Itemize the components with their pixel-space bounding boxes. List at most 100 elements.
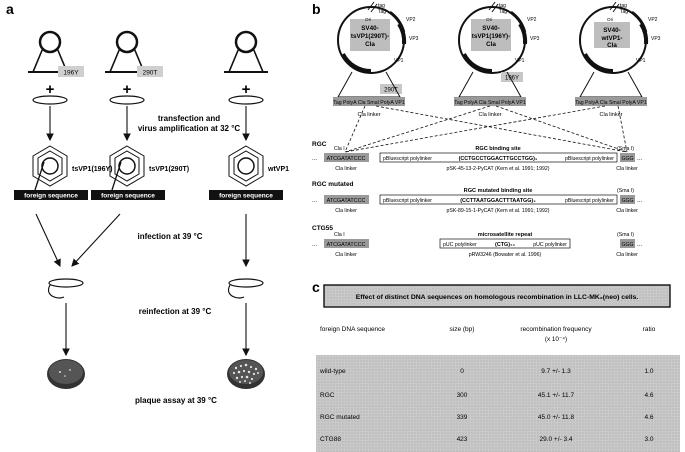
ctg-ref: pRW3246 (Bowater et al. 1996) — [469, 252, 542, 258]
ctg-sma-label: (Sma I) — [617, 232, 634, 238]
linker-bar-label-1: Tag PolyA Cla Smal PolyA VP1 — [333, 100, 405, 106]
rgc-mut-ref: pSK-89-15-1-PyCAT (Kern et al. 1991; 199… — [446, 208, 549, 214]
foreign-label-1: foreign sequence — [24, 193, 78, 200]
cell-seq: CTG88 — [320, 436, 341, 443]
rgc-mut-plasmid-left: pBluescript polylinker — [383, 198, 432, 204]
table-row-rgc: RGC 300 45.1 +/- 11.7 4.6 — [320, 392, 654, 399]
rgc-ggg: GGG — [621, 156, 633, 162]
virion-1 — [32, 145, 68, 191]
cell-freq: 45.0 +/- 11.8 — [538, 414, 575, 421]
table-body — [316, 355, 680, 452]
plasmid-b3-vp1: VP1 — [636, 58, 646, 64]
header-sequence: foreign DNA sequence — [320, 326, 385, 333]
plasmid-b1-vp2: VP2 — [406, 17, 416, 23]
plasmid-b2-vp2: VP2 — [527, 17, 537, 23]
plasmid-b3-tag2: Tag — [620, 9, 628, 15]
rgc-construct: RGC Cla I RGC binding site (Sma I) ... A… — [312, 141, 642, 172]
plasmid-b2-mut: 196Y — [505, 76, 519, 82]
foreign-box-3 — [209, 190, 283, 200]
plasmid-b1-vp1: VP1 — [394, 58, 404, 64]
cla-linker-label-2: Cla linker — [479, 112, 502, 118]
plasmid-b3-name-2: wtVP1- — [601, 35, 623, 42]
plasmid-b3-name-3: Cla — [607, 42, 617, 49]
virus-label-wt: wtVP1 — [267, 166, 289, 173]
plasmid-b3-tag: tag — [620, 3, 627, 9]
panel-a-label: a — [6, 1, 14, 17]
linear-dna-row1 — [32, 95, 264, 105]
cell-size: 423 — [457, 436, 468, 443]
cla-linker-label-3: Cla linker — [600, 112, 623, 118]
plus-sign-2: + — [123, 81, 132, 98]
rgc-mutated-construct: RGC mutated RGC mutated binding site (Sm… — [312, 181, 642, 214]
ctg-cla-label: Cla I — [334, 232, 345, 238]
dashed-connectors — [344, 105, 628, 153]
virion-2 — [109, 145, 145, 191]
plasmid-b1-name-2: tsVP1(290T)- — [351, 33, 389, 40]
rgc-site-seq: (CCTGCCTGGACTTGCCTGG)₃ — [459, 156, 538, 162]
rgc-mut-dots-right: ... — [637, 198, 642, 204]
step1-line1: transfection and — [158, 114, 220, 123]
rgc-dots-left: ... — [312, 156, 317, 162]
rgc-mut-ggg: GGG — [621, 198, 633, 204]
virion-3 — [228, 145, 264, 187]
ctg-dots-right: ... — [637, 242, 642, 248]
rgc-sma-label: (Sma I) — [617, 146, 634, 152]
plasmid-b1-tag2: Tag — [378, 9, 386, 15]
plasmid-b2-tag: tag — [499, 3, 506, 9]
cell-ratio: 4.6 — [644, 414, 653, 421]
cell-size: 339 — [457, 414, 468, 421]
rgc-seq: ATCGATATCCC — [327, 156, 366, 162]
cell-size: 300 — [457, 392, 468, 399]
plate-few-plaques — [47, 359, 85, 389]
rgc-plasmid-right: pBluescript polylinker — [565, 156, 614, 162]
ctg-plasmid-right: pUC polylinker — [533, 242, 567, 248]
plasmid-b2-name-3: Cla — [486, 41, 496, 48]
table-title-box — [323, 284, 671, 308]
step3-label: reinfection at 39 °C — [139, 307, 212, 316]
rgc-mut-site-title: RGC mutated binding site — [464, 188, 533, 194]
rgc-cla-label: Cla I — [334, 146, 345, 152]
plasmid-b2-vp1: VP1 — [515, 58, 525, 64]
plus-sign-3: + — [242, 81, 251, 98]
plate-many-plaques — [227, 359, 265, 389]
table-headers: foreign DNA sequence size (bp) recombina… — [320, 326, 656, 343]
table-row-ctg: CTG88 423 29.0 +/- 3.4 3.0 — [320, 436, 654, 443]
ctg-seq: ATCGATATCCC — [327, 242, 366, 248]
step2-label: infection at 39 °C — [138, 232, 203, 241]
plus-sign-1: + — [46, 81, 55, 98]
ctg-title: CTG55 — [312, 225, 333, 232]
cell-ratio: 1.0 — [644, 368, 653, 375]
table-title: Effect of distinct DNA sequences on homo… — [356, 294, 639, 301]
ctg-site-seq: (CTG)₅₅ — [495, 242, 515, 248]
step1-line2: virus amplification at 32 °C — [138, 124, 241, 133]
rgc-mut-linker-left: Cla linker — [335, 208, 357, 214]
rgc-mut-dots-left: ... — [312, 198, 317, 204]
rgc-plasmid-left: pBluescript polylinker — [383, 156, 432, 162]
arrows-row3 — [62, 303, 250, 357]
cell-seq: wild-type — [319, 368, 346, 375]
rgc-mut-site-seq: (CCTTAATGGACTTTAATGG)₃ — [460, 198, 536, 204]
plasmid-b1-tag: tag — [378, 3, 385, 9]
ctg-linker-left: Cla linker — [335, 252, 357, 258]
cell-freq: 9.7 +/- 1.3 — [541, 368, 571, 375]
linker-bars — [333, 97, 647, 106]
rgc-ref: pSK-45-13-2-PyCAT (Kern et al. 1991; 199… — [446, 166, 549, 172]
virus-label-196y: tsVP1(196Y) — [72, 166, 112, 173]
rgc-mut-linker-right: Cla linker — [616, 208, 638, 214]
plasmid-a1: 196Y — [28, 30, 84, 77]
plasmid-b2-vp3: VP3 — [530, 36, 540, 42]
plasmid-map-290t: SV40- tsVP1(290T)- Cla tag Tag Ori VP2 V… — [337, 1, 419, 98]
table-row-rgc-mutated: RGC mutated 339 45.0 +/- 11.8 4.6 — [320, 414, 654, 421]
rgc-dots-right: ... — [637, 156, 642, 162]
plasmid-b1-name-1: SV40- — [361, 25, 379, 32]
mutant-label-290t: 290T — [143, 70, 158, 77]
cell-ratio: 3.0 — [644, 436, 653, 443]
plasmid-b3-ori: Ori — [607, 17, 613, 22]
ctg-dots-left: ... — [312, 242, 317, 248]
plasmid-map-wt: SV40- wtVP1- Cla tag Tag Ori VP2 VP3 VP1 — [579, 1, 661, 98]
plasmid-b3-vp3: VP3 — [651, 36, 661, 42]
ctg-linker-right: Cla linker — [616, 252, 638, 258]
plasmid-b3-name-1: SV40- — [603, 27, 621, 34]
cell-ratio: 4.6 — [644, 392, 653, 399]
plasmid-b1-vp3: VP3 — [409, 36, 419, 42]
